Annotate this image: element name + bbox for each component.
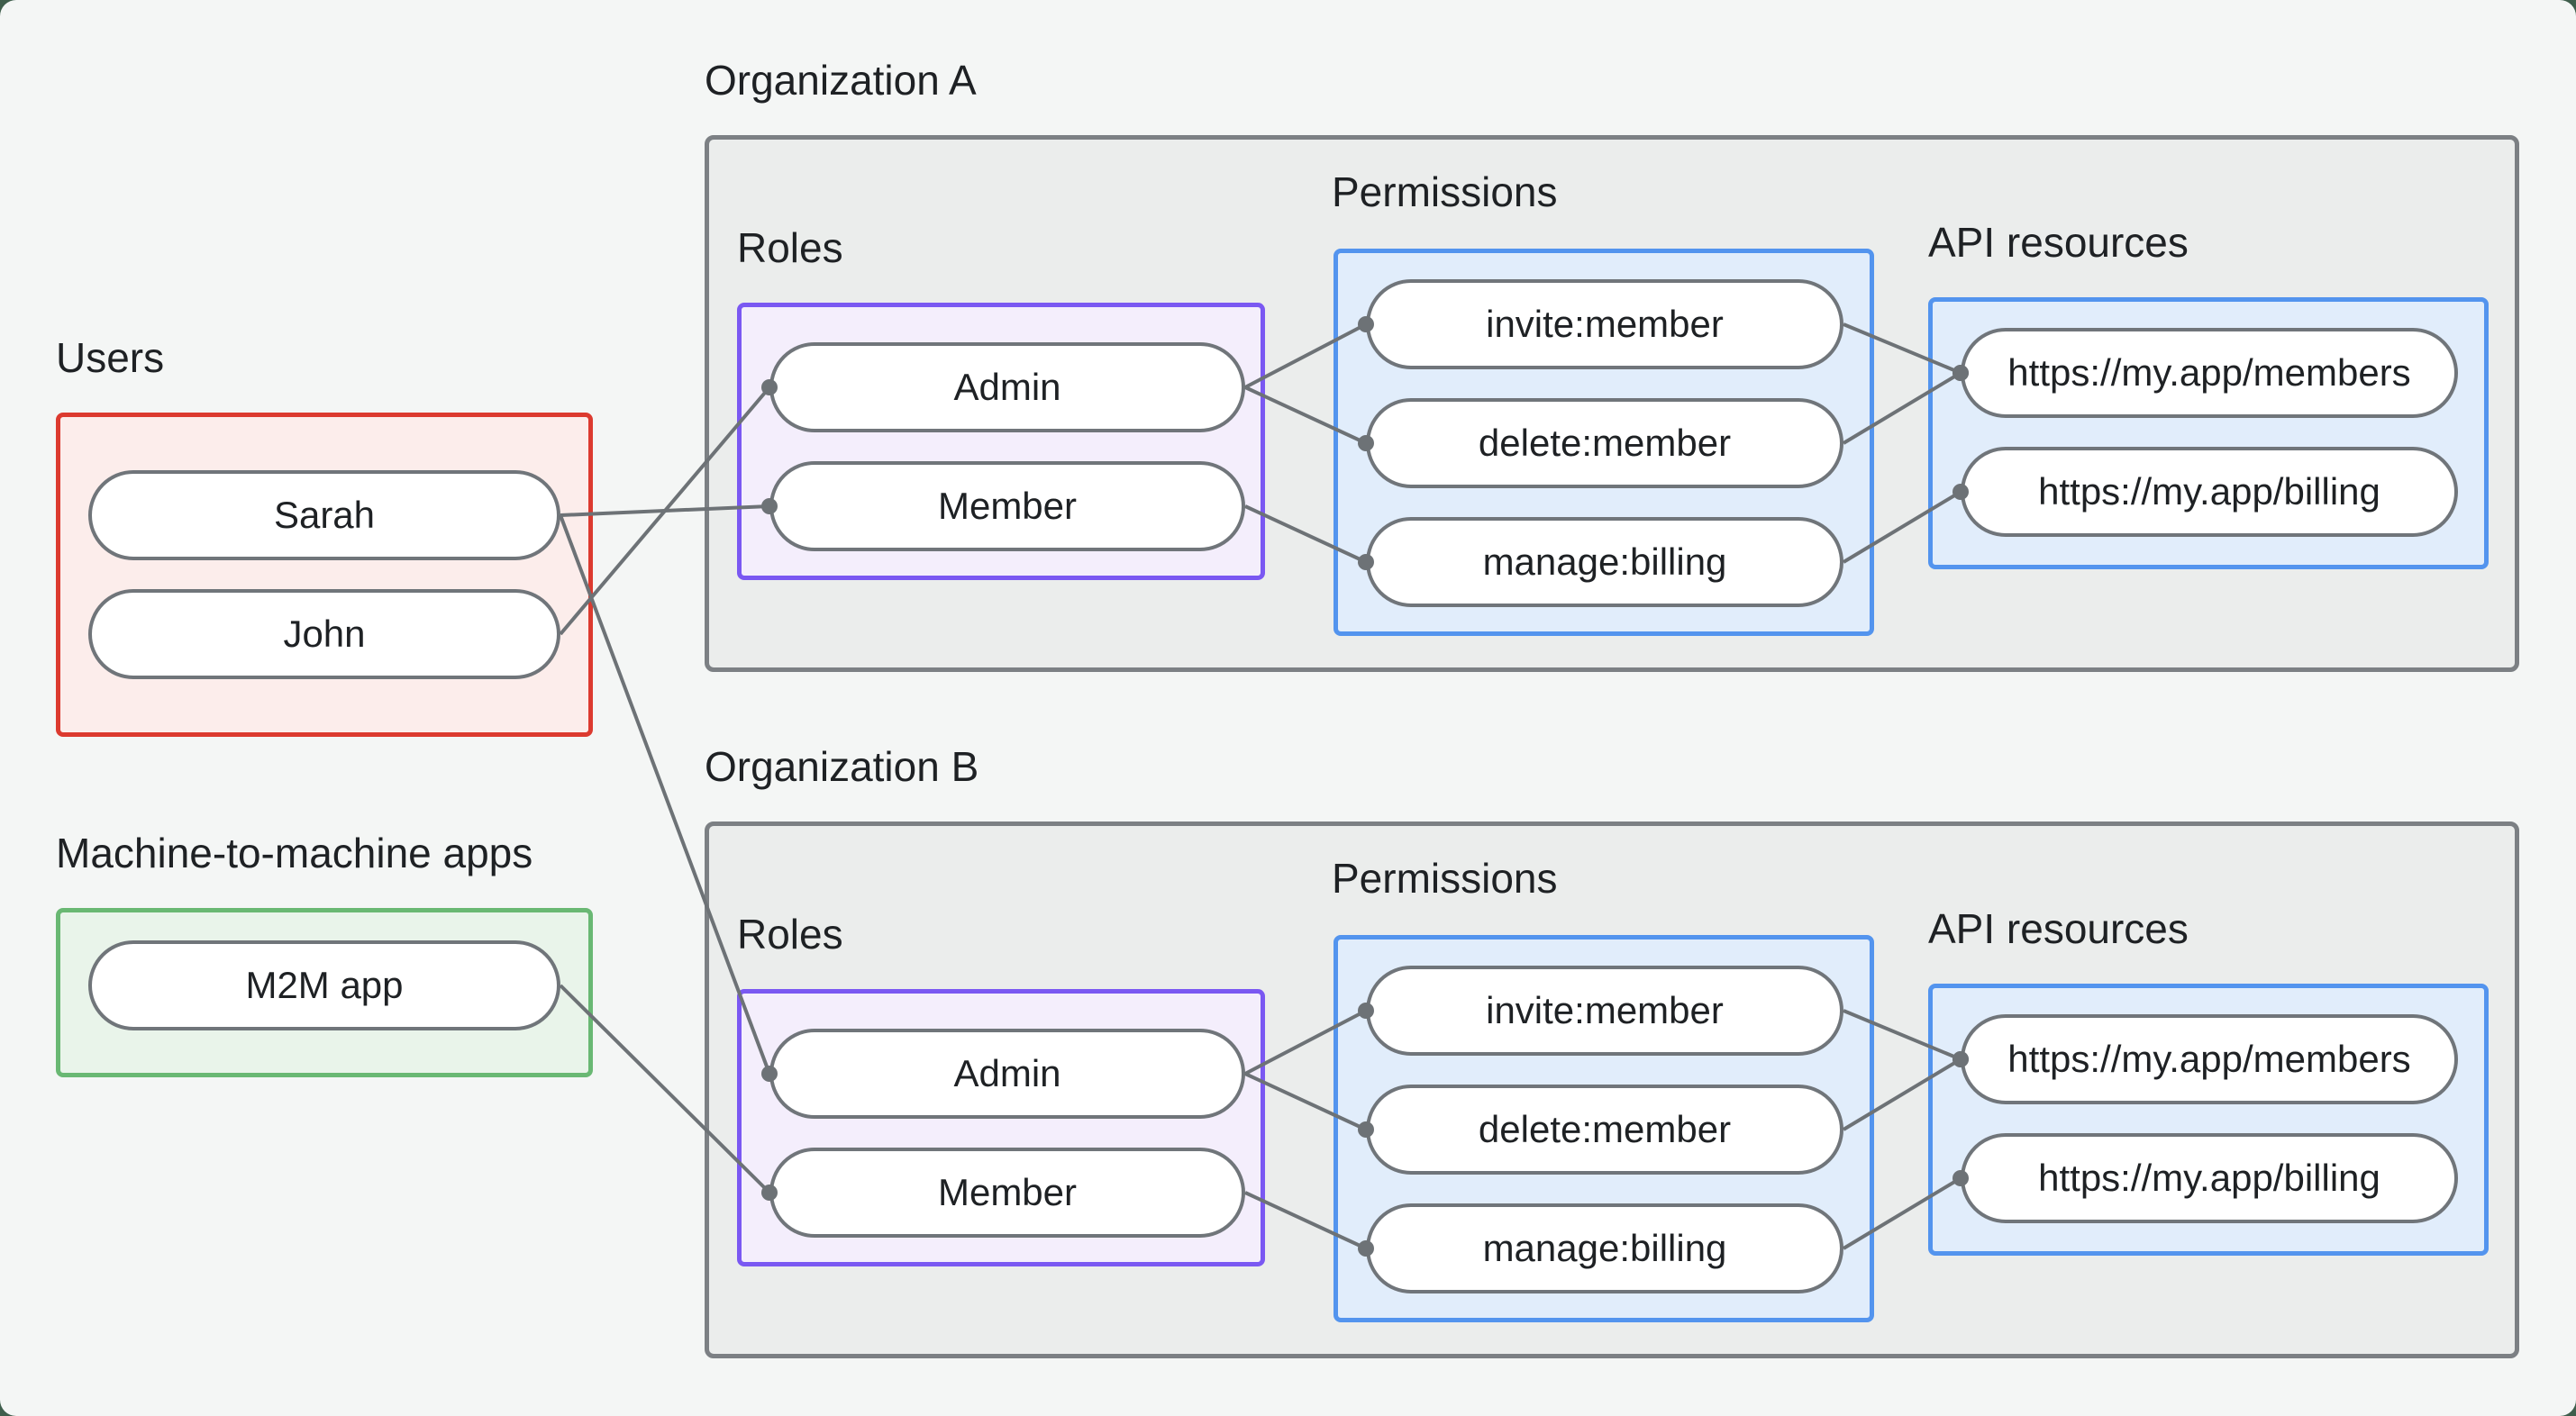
node-permission-manage-a: manage:billing — [1366, 517, 1843, 607]
node-role-member-b: Member — [769, 1148, 1245, 1238]
org-b-roles-label: Roles — [737, 911, 843, 958]
node-permission-manage-b: manage:billing — [1366, 1203, 1843, 1293]
node-api-members-a: https://my.app/members — [1961, 328, 2458, 418]
users-group-label: Users — [56, 334, 165, 381]
org-a-label: Organization A — [705, 57, 977, 104]
org-a-permissions-label: Permissions — [1332, 168, 1558, 215]
node-m2m-app: M2M app — [88, 940, 560, 1030]
node-api-billing-b: https://my.app/billing — [1961, 1133, 2458, 1223]
node-permission-invite-b: invite:member — [1366, 966, 1843, 1056]
org-a-api-label: API resources — [1928, 219, 2189, 266]
node-api-billing-a: https://my.app/billing — [1961, 447, 2458, 537]
node-role-member-a: Member — [769, 461, 1245, 551]
org-b-label: Organization B — [705, 743, 979, 790]
m2m-group-label: Machine-to-machine apps — [56, 830, 533, 876]
org-b-api-label: API resources — [1928, 905, 2189, 952]
node-role-admin-b: Admin — [769, 1029, 1245, 1119]
users-group-box — [56, 413, 593, 737]
node-permission-invite-a: invite:member — [1366, 279, 1843, 369]
node-api-members-b: https://my.app/members — [1961, 1014, 2458, 1104]
node-role-admin-a: Admin — [769, 342, 1245, 432]
node-user-john: John — [88, 589, 560, 679]
org-b-permissions-label: Permissions — [1332, 855, 1558, 902]
org-a-roles-label: Roles — [737, 224, 843, 271]
node-user-sarah: Sarah — [88, 470, 560, 560]
node-permission-delete-a: delete:member — [1366, 398, 1843, 488]
node-permission-delete-b: delete:member — [1366, 1085, 1843, 1175]
